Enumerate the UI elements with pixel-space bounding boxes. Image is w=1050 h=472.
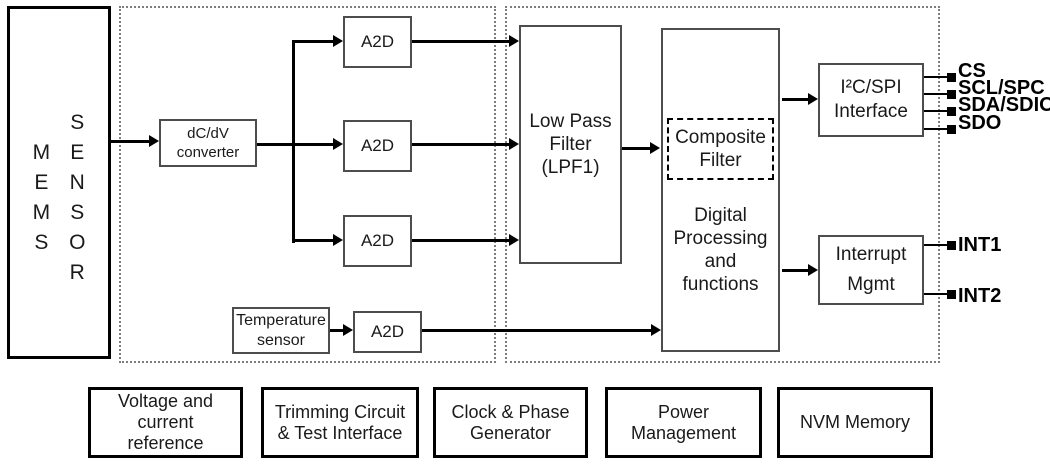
arrowhead-branch-to-a2d1	[333, 35, 343, 47]
trimming-circuit-block: Trimming Circuit & Test Interface	[261, 387, 419, 458]
pin-sda-sdio-label: SDA/SDIO	[958, 93, 1050, 116]
arrow-a2d1-to-lpf	[412, 40, 509, 43]
power-management-block: Power Management	[605, 387, 762, 458]
pin-sdo-label: SDO	[958, 111, 1002, 134]
arrow-temp-to-a2d4	[330, 329, 343, 332]
a2d-block-3: A2D	[343, 215, 412, 267]
arrow-lpf-to-digital-processing	[622, 147, 650, 150]
voltage-reference-block: Voltage and current reference	[88, 387, 243, 458]
pin-scl-spc: SCL/SPC	[924, 76, 1045, 109]
pin-cs: CS	[924, 59, 986, 92]
sensor-letter-column: S E N S O R	[69, 111, 86, 284]
pin-sdo: SDO	[924, 111, 1002, 144]
branch-vertical-line	[292, 40, 295, 243]
pin-sda-sdio-line	[924, 110, 947, 112]
analog-front-end-container	[119, 6, 496, 363]
arrow-a2d3-to-lpf	[412, 239, 509, 242]
pin-scl-spc-label: SCL/SPC	[958, 76, 1045, 99]
pin-cs-label: CS	[958, 59, 986, 82]
arrow-dp-to-i2c-spi	[782, 98, 808, 101]
arrow-branch-to-a2d1	[292, 40, 333, 43]
arrowhead-mems-to-converter	[149, 135, 159, 147]
clock-phase-generator-block: Clock & Phase Generator	[433, 387, 588, 458]
low-pass-filter-block: Low Pass Filter (LPF1)	[519, 25, 622, 264]
arrow-mems-to-converter	[111, 140, 149, 143]
arrowhead-branch-to-a2d3	[333, 234, 343, 246]
arrow-a2d2-to-lpf	[412, 143, 509, 146]
arrowhead-dp-to-i2c-spi	[808, 93, 818, 105]
arrowhead-temp-to-a2d4	[343, 324, 353, 336]
a2d-block-4: A2D	[353, 311, 422, 353]
a2d-block-2: A2D	[343, 120, 412, 172]
arrowhead-a2d4-to-digital-processing	[651, 324, 661, 336]
digital-processing-block: Composite Filter Digital Processing and …	[661, 28, 780, 352]
interrupt-mgmt-block: Interrupt Mgmt	[818, 235, 924, 305]
pin-int1-line	[924, 244, 947, 246]
composite-filter-block: Composite Filter	[667, 118, 774, 180]
arrowhead-a2d2-to-lpf	[509, 138, 519, 150]
temperature-sensor-block: Temperature sensor	[232, 307, 330, 354]
pin-sda-sdio: SDA/SDIO	[924, 93, 1050, 126]
pin-cs-line	[924, 76, 947, 78]
arrow-dp-to-interrupt	[782, 269, 808, 272]
pin-int2-square	[947, 289, 956, 299]
pin-int2-line	[924, 293, 947, 295]
pin-int2-label: INT2	[958, 284, 1002, 307]
arrowhead-dp-to-interrupt	[808, 264, 818, 276]
pin-sda-sdio-square	[947, 106, 956, 116]
dcdv-converter-block: dC/dV converter	[159, 119, 257, 167]
a2d-block-1: A2D	[343, 16, 412, 68]
arrowhead-lpf-to-digital-processing	[650, 142, 660, 154]
mems-letter-column: M E M S	[32, 141, 51, 254]
digital-section-container	[505, 6, 940, 363]
nvm-memory-block: NVM Memory	[777, 387, 933, 458]
mems-sensor-letters: M E M S S E N S O R	[10, 108, 108, 288]
pin-cs-square	[947, 72, 956, 82]
arrow-branch-to-a2d3	[292, 239, 333, 242]
pin-int1-label: INT1	[958, 233, 1002, 256]
i2c-spi-interface-block: I²C/SPI Interface	[818, 63, 924, 137]
pin-scl-spc-square	[947, 89, 956, 99]
arrowhead-converter-to-a2d2	[333, 138, 343, 150]
pin-scl-spc-line	[924, 93, 947, 95]
digital-processing-label: Digital Processing and functions	[673, 205, 768, 295]
arrowhead-a2d1-to-lpf	[509, 35, 519, 47]
pin-sdo-line	[924, 128, 947, 130]
pin-int1: INT1	[924, 230, 1001, 260]
arrow-converter-to-a2d2	[257, 143, 333, 146]
pin-int2: INT2	[924, 279, 1001, 309]
arrow-a2d4-to-digital-processing	[422, 329, 651, 332]
pin-int1-square	[947, 240, 956, 250]
pin-sdo-square	[947, 124, 956, 134]
arrowhead-a2d3-to-lpf	[509, 234, 519, 246]
mems-sensor-block: M E M S S E N S O R	[7, 6, 111, 359]
